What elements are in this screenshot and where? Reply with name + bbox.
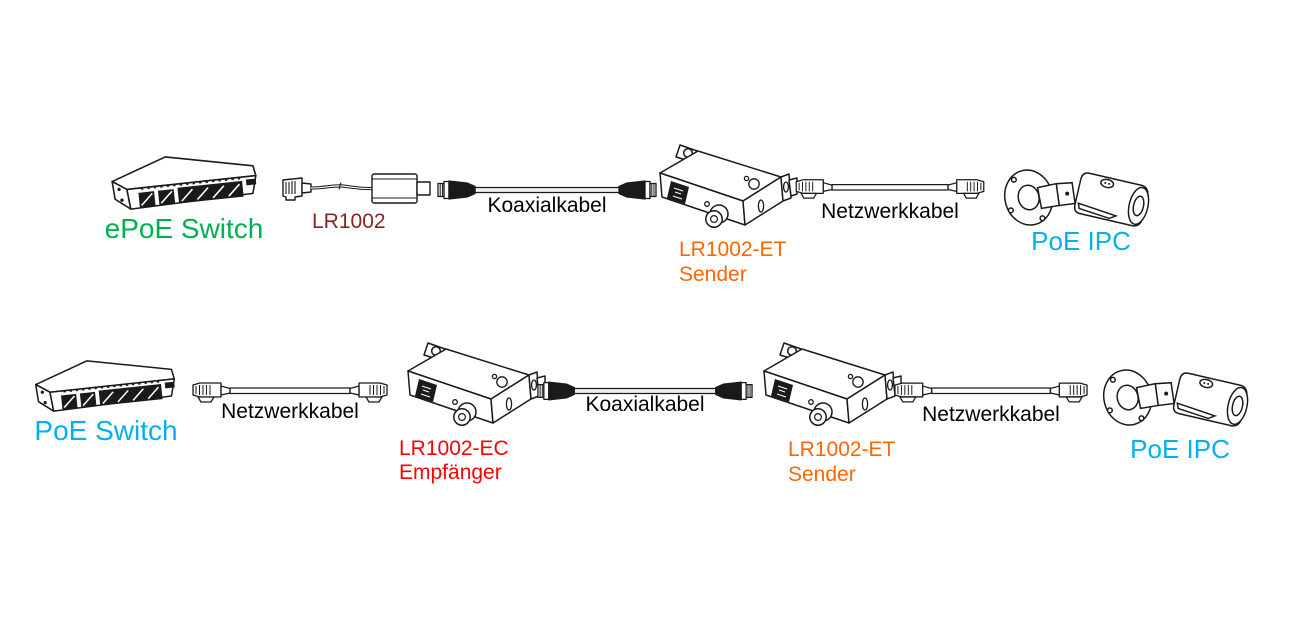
lr1002-injector-label: LR1002 bbox=[312, 210, 386, 233]
lr1002-et-2-model-label: LR1002-ET bbox=[788, 438, 896, 461]
lr1002-et-sender-illustration bbox=[659, 144, 798, 228]
poe-ipc-camera-2-illustration bbox=[1101, 364, 1253, 431]
lr1002-ec-model-label: LR1002-EC bbox=[399, 437, 509, 460]
network-cable-label: Netzwerkkabel bbox=[821, 200, 959, 223]
lr1002-et-2-role-label: Sender bbox=[788, 463, 856, 486]
lr1002-ec-role-label: Empfänger bbox=[399, 461, 502, 484]
poe-ipc-2-label: PoE IPC bbox=[1130, 434, 1230, 464]
network-cable-illustration bbox=[795, 179, 985, 199]
lr1002-injector-illustration bbox=[281, 172, 432, 205]
coax-cable-2-label: Koaxialkabel bbox=[585, 393, 705, 416]
lr1002-ec-receiver-illustration bbox=[407, 342, 546, 426]
network-cable-right-label: Netzwerkkabel bbox=[922, 403, 1060, 426]
epoe-switch-illustration bbox=[110, 155, 259, 211]
lr1002-et-sender-2-illustration bbox=[763, 342, 902, 426]
poe-switch-illustration bbox=[34, 359, 177, 413]
epoe-switch-label: ePoE Switch bbox=[104, 213, 264, 244]
coax-cable-label: Koaxialkabel bbox=[487, 194, 607, 217]
poe-switch-label: PoE Switch bbox=[34, 415, 178, 446]
network-cable-left-label: Netzwerkkabel bbox=[221, 400, 359, 423]
poe-ipc-label: PoE IPC bbox=[1031, 226, 1131, 256]
lr1002-et-model-label: LR1002-ET bbox=[679, 238, 787, 261]
lr1002-et-role-label: Sender bbox=[679, 263, 747, 286]
